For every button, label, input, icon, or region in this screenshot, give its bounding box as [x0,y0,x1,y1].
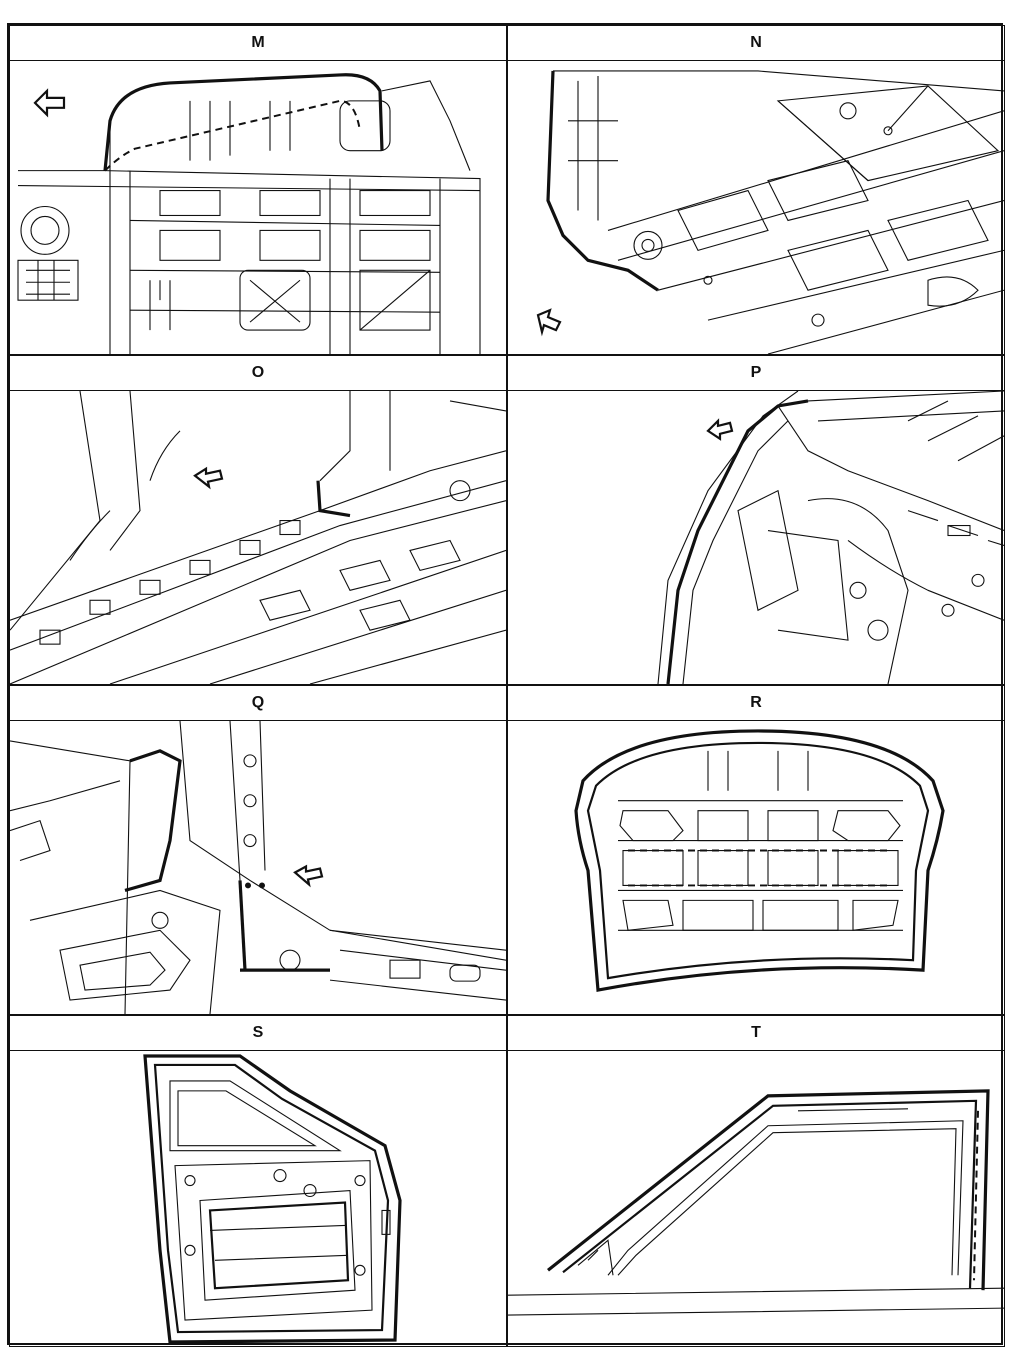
panel-p: P [507,355,1005,685]
panel-label: R [508,686,1004,721]
rear-floor-drawing [10,61,506,354]
floor-panel-drawing [508,61,1004,354]
view-arrow-icon [293,864,324,888]
window-frame-drawing [508,1051,1004,1346]
panel-label: O [10,356,506,391]
rear-pillar-drawing [508,391,1004,684]
panel-label: T [508,1016,1004,1051]
panel-label: M [10,26,506,61]
view-arrow-icon [193,466,224,490]
side-sill-drawing [10,391,506,684]
panel-label: P [508,356,1004,391]
panel-q: Q [9,685,507,1015]
b-pillar-drawing [10,721,506,1014]
view-arrow-icon [536,308,562,337]
panel-label: Q [10,686,506,721]
trunk-lid-drawing [508,721,1004,1014]
left-arrow-icon [33,88,66,118]
panel-t: T [507,1015,1005,1347]
view-arrow-icon [706,418,734,441]
panel-n: N [507,25,1005,355]
panel-s: S [9,1015,507,1347]
panel-r: R [507,685,1005,1015]
figure-grid: M [7,23,1005,1347]
panel-label: N [508,26,1004,61]
front-door-drawing [10,1051,506,1346]
panel-o: O [9,355,507,685]
panel-label: S [10,1016,506,1051]
panel-m: M [9,25,507,355]
